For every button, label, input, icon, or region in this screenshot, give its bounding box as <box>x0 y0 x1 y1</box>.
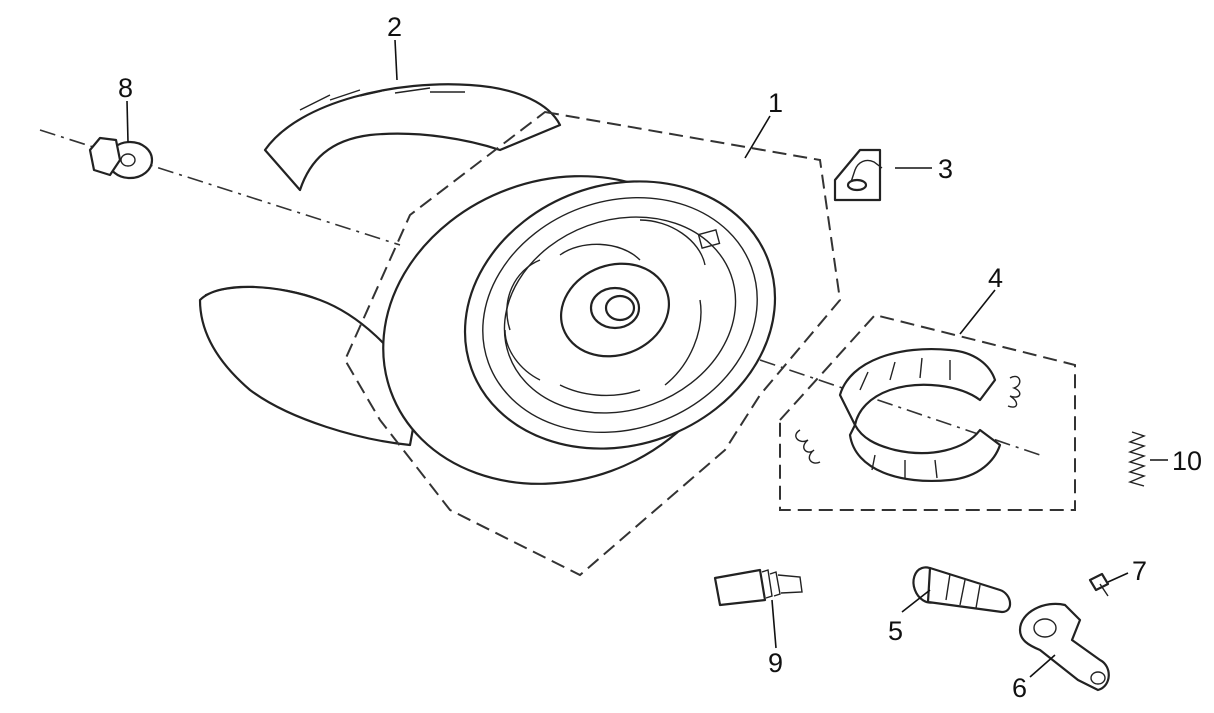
leader-line-2 <box>394 39 398 81</box>
leader-line-5 <box>901 589 931 613</box>
callout-2: 2 <box>387 12 402 42</box>
callout-5: 5 <box>888 616 903 646</box>
wheel-group-outline <box>343 110 842 577</box>
valve-part <box>833 148 883 202</box>
leader-line-4 <box>959 289 996 335</box>
callout-3: 3 <box>938 154 953 184</box>
callout-10: 10 <box>1172 446 1202 476</box>
leader-line-9 <box>771 599 777 649</box>
return-spring-part <box>1127 431 1147 487</box>
axle-nut-part <box>88 136 154 180</box>
callout-9: 9 <box>768 648 783 678</box>
callout-1: 1 <box>768 88 783 118</box>
leader-line-8 <box>126 100 129 143</box>
callout-7: 7 <box>1132 556 1147 586</box>
leader-line-7 <box>1107 572 1129 583</box>
wheel-rim-part <box>382 175 777 485</box>
leader-line-6 <box>1029 654 1056 678</box>
brake-arm-part <box>1018 602 1110 692</box>
brake-cam-part <box>912 566 1012 614</box>
tire-part <box>198 83 562 447</box>
callout-6: 6 <box>1012 673 1027 703</box>
brake-shoe-group-outline <box>779 313 1076 511</box>
brake-shoe-part <box>795 348 1021 482</box>
callout-8: 8 <box>118 73 133 103</box>
arm-bolt-part <box>1088 572 1110 597</box>
callout-4: 4 <box>988 263 1003 293</box>
wear-indicator-part <box>713 568 803 607</box>
leader-line-1 <box>744 115 771 159</box>
